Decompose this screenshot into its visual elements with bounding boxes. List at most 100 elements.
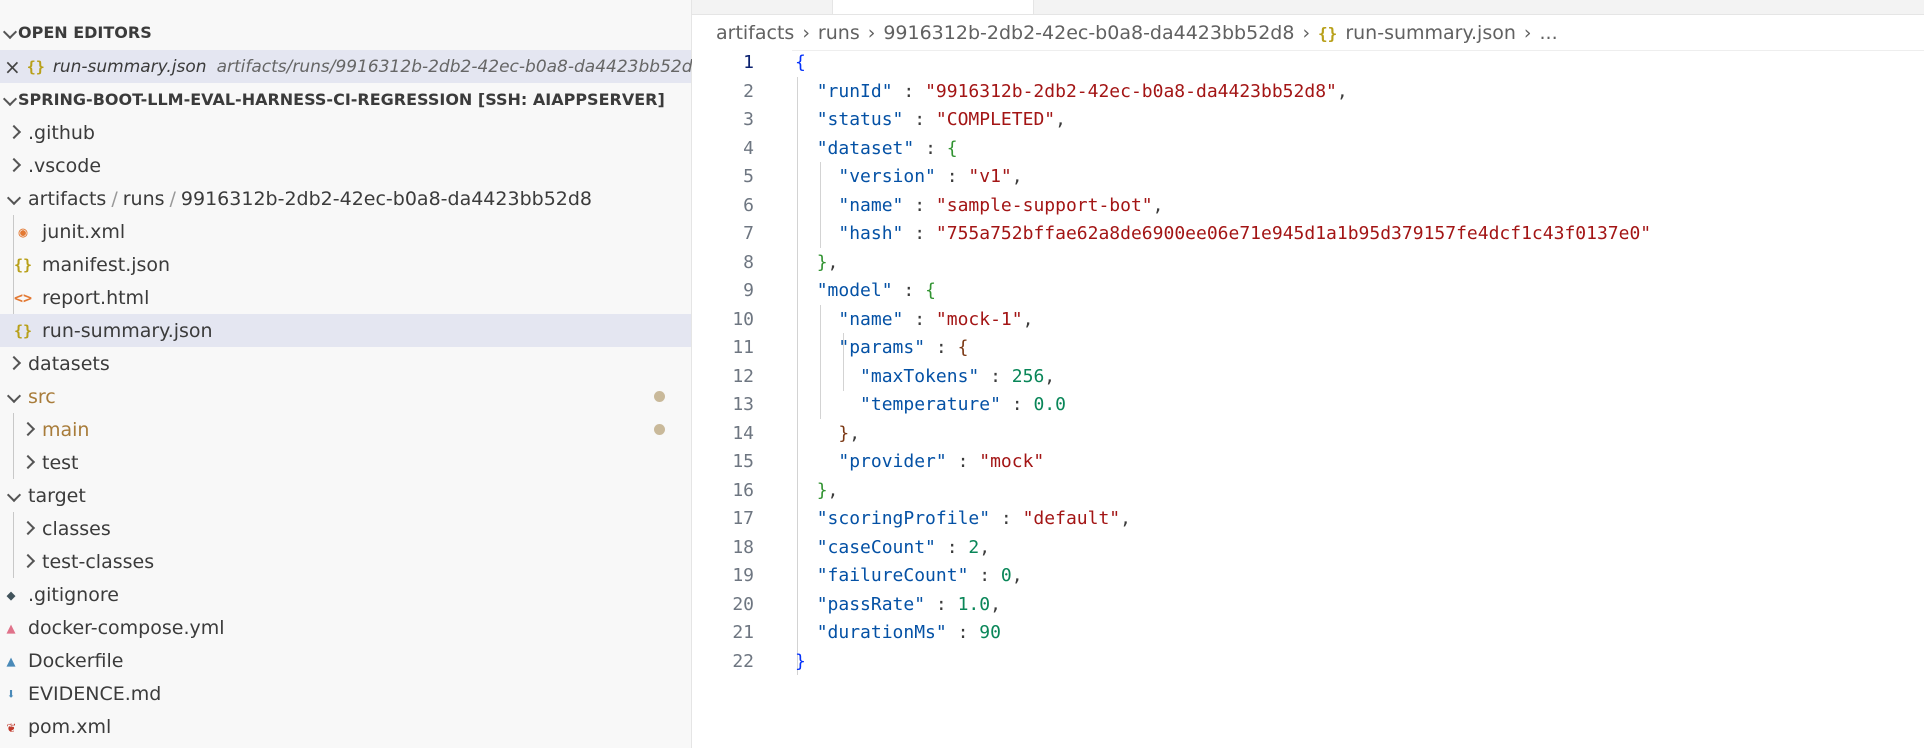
close-icon[interactable]: × (4, 54, 21, 79)
json-string: "755a752bffae62a8de6900ee06e71e945d1a1b9… (935, 223, 1652, 244)
tree-label: .github (28, 121, 95, 144)
chevron-right-icon (6, 158, 22, 174)
breadcrumb-item[interactable]: ... (1539, 22, 1558, 44)
tree-item-github[interactable]: .github (0, 116, 691, 149)
tree-item-main[interactable]: main (0, 413, 691, 446)
chevron-right-icon (6, 356, 22, 372)
tree-item-test[interactable]: test (0, 446, 691, 479)
json-key: "failureCount" (816, 565, 969, 586)
docker-compose-icon: ▲ (6, 618, 16, 637)
tree-label: test-classes (42, 550, 155, 573)
tree-item-run-summary[interactable]: {} run-summary.json (0, 314, 691, 347)
tree-item-datasets[interactable]: datasets (0, 347, 691, 380)
tree-item-docker-compose[interactable]: ▲ docker-compose.yml (0, 611, 691, 644)
line-number: 21 (732, 622, 754, 643)
json-string: "mock-1" (935, 308, 1023, 330)
json-string: "sample-support-bot" (935, 194, 1153, 216)
json-key: "dataset" (816, 137, 915, 159)
tree-item-artifacts-runs[interactable]: artifacts/runs/9916312b-2db2-42ec-b0a8-d… (0, 182, 691, 215)
indent-guide (820, 162, 821, 248)
open-editor-item[interactable]: × {} run-summary.json artifacts/runs/991… (0, 50, 703, 83)
json-string: "mock" (979, 451, 1045, 472)
chevron-down-icon[interactable] (2, 92, 18, 108)
json-string: "COMPLETED" (935, 109, 1056, 130)
indent-guide (13, 512, 14, 578)
tree-item-dockerfile[interactable]: ▲ Dockerfile (0, 644, 691, 677)
line-number: 4 (743, 137, 754, 159)
json-number: 2 (968, 536, 980, 558)
json-number: 0 (1000, 565, 1012, 586)
open-editor-path: artifacts/runs/9916312b-2db2-42ec-b0a8-d… (216, 56, 704, 77)
path-separator: / (169, 187, 176, 210)
tree-label: pom.xml (28, 715, 112, 738)
line-number: 9 (743, 280, 754, 301)
tree-item-pom[interactable]: ❦ pom.xml (0, 710, 691, 743)
tree-label: report.html (42, 286, 150, 309)
chevron-down-icon (6, 389, 22, 405)
json-key: "hash" (838, 223, 904, 244)
path-separator: / (111, 187, 118, 210)
line-number: 19 (732, 565, 754, 586)
line-number: 6 (743, 194, 754, 216)
tree-item-manifest[interactable]: {} manifest.json (0, 248, 691, 281)
tree-item-test-classes[interactable]: test-classes (0, 545, 691, 578)
line-number: 15 (732, 451, 754, 472)
tree-item-vscode[interactable]: .vscode (0, 149, 691, 182)
json-file-icon: {} (26, 57, 45, 76)
tree-item-target[interactable]: target (0, 479, 691, 512)
json-file-icon: {} (13, 255, 33, 274)
breadcrumb-item[interactable]: artifacts (716, 22, 795, 44)
line-number: 8 (743, 251, 754, 273)
chevron-down-icon[interactable] (2, 25, 18, 41)
open-editors-header[interactable]: OPEN EDITORS (0, 16, 691, 49)
tree-item-junit[interactable]: ◉ junit.xml (0, 215, 691, 248)
indent-guide (820, 305, 821, 419)
line-number: 10 (732, 308, 754, 330)
json-file-icon: {} (1318, 23, 1338, 43)
breadcrumb-item[interactable]: runs (817, 22, 860, 44)
active-tab[interactable] (832, 0, 1034, 14)
tree-label: main (42, 418, 90, 441)
current-line-highlight (792, 50, 1924, 51)
indent-guide (13, 215, 14, 347)
editor-tab-strip (692, 0, 1924, 15)
breadcrumb-item[interactable]: 9916312b-2db2-42ec-b0a8-da4423bb52d8 (883, 22, 1295, 44)
open-editors-title: OPEN EDITORS (18, 23, 152, 42)
line-number: 18 (732, 536, 754, 558)
line-number: 17 (732, 508, 754, 529)
workspace-header[interactable]: SPRING-BOOT-LLM-EVAL-HARNESS-CI-REGRESSI… (0, 83, 691, 116)
git-icon: ◆ (6, 585, 16, 604)
line-number: 14 (732, 422, 754, 444)
line-number: 12 (732, 365, 754, 387)
chevron-right-icon: › (802, 22, 810, 44)
chevron-right-icon (20, 554, 36, 570)
chevron-right-icon: › (867, 22, 876, 44)
tree-label: src (28, 385, 56, 408)
breadcrumb-item[interactable]: run-summary.json (1345, 22, 1516, 44)
tree-item-classes[interactable]: classes (0, 512, 691, 545)
json-number: 1.0 (957, 593, 991, 615)
tree-item-gitignore[interactable]: ◆ .gitignore (0, 578, 691, 611)
breadcrumb: artifacts › runs › 9916312b-2db2-42ec-b0… (716, 16, 1558, 50)
path-segment: 9916312b-2db2-42ec-b0a8-da4423bb52d8 (180, 187, 593, 210)
line-number: 20 (732, 593, 754, 615)
json-key: "temperature" (860, 394, 1001, 415)
explorer-sidebar: OPEN EDITORS × {} run-summary.json artif… (0, 0, 703, 748)
json-key: "version" (838, 166, 936, 187)
maven-feather-icon: ❦ (6, 717, 16, 736)
json-file-icon: {} (13, 321, 33, 340)
tree-label: target (28, 484, 86, 507)
chevron-right-icon: › (1523, 22, 1532, 44)
json-number: 256 (1011, 365, 1045, 387)
open-editor-name: run-summary.json (52, 56, 207, 77)
tree-item-evidence[interactable]: ⬇ EVIDENCE.md (0, 677, 691, 710)
line-number: 1 (743, 52, 754, 73)
tree-item-report[interactable]: <> report.html (0, 281, 691, 314)
chevron-right-icon: › (1302, 22, 1311, 44)
tree-label: .gitignore (28, 583, 119, 606)
line-number: 16 (732, 479, 754, 501)
json-key: "passRate" (816, 593, 926, 615)
tree-item-src[interactable]: src (0, 380, 691, 413)
json-key: "model" (816, 280, 893, 301)
indent-guide (843, 333, 844, 391)
